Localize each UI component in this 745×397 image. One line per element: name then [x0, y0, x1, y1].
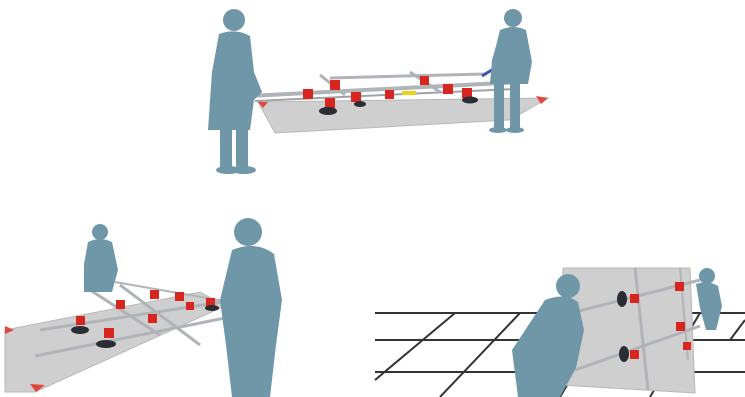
suction-cup	[617, 291, 627, 307]
clamp	[675, 282, 684, 291]
clamp	[683, 342, 691, 350]
worker-figure	[696, 268, 722, 330]
clamp	[676, 322, 685, 331]
suction-cup	[619, 346, 629, 362]
clamp	[630, 294, 639, 303]
clamp	[630, 350, 639, 359]
